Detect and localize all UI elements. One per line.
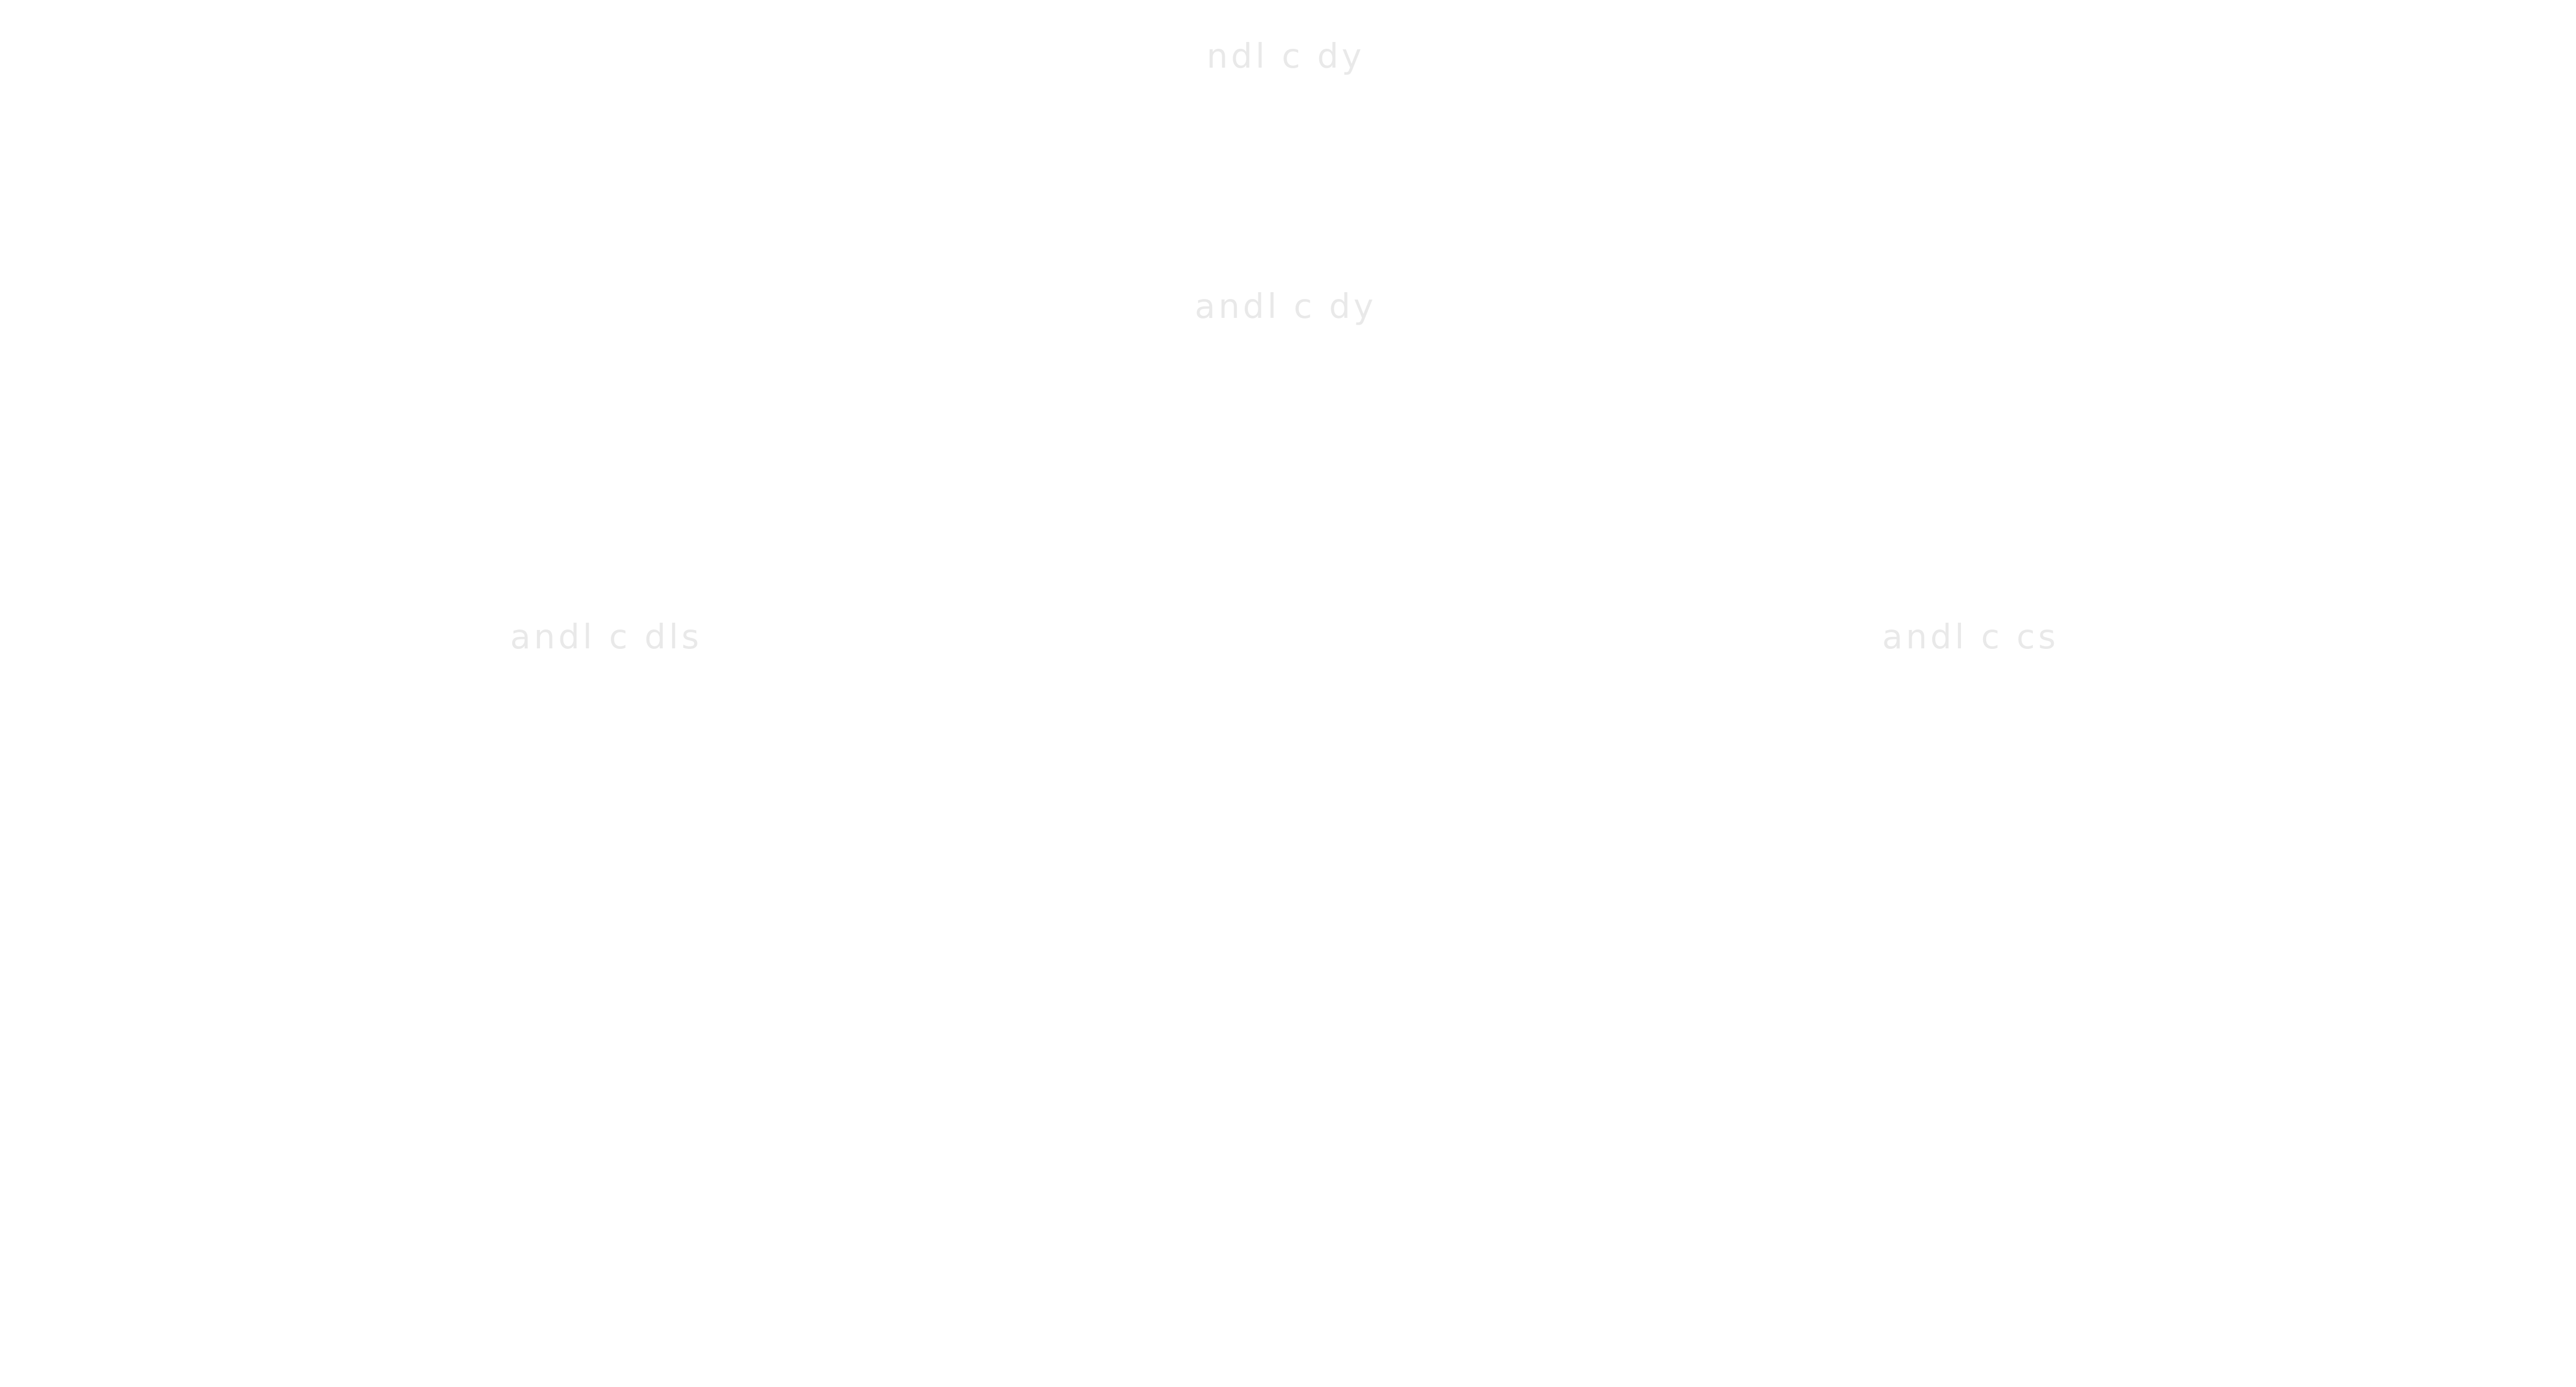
node-label-left: andl c dls [510, 618, 702, 657]
node-label-right: andl c cs [1882, 618, 2059, 657]
node-label-second: andl c dy [1194, 287, 1377, 326]
node-label-top: ndl c dy [1206, 37, 1365, 76]
